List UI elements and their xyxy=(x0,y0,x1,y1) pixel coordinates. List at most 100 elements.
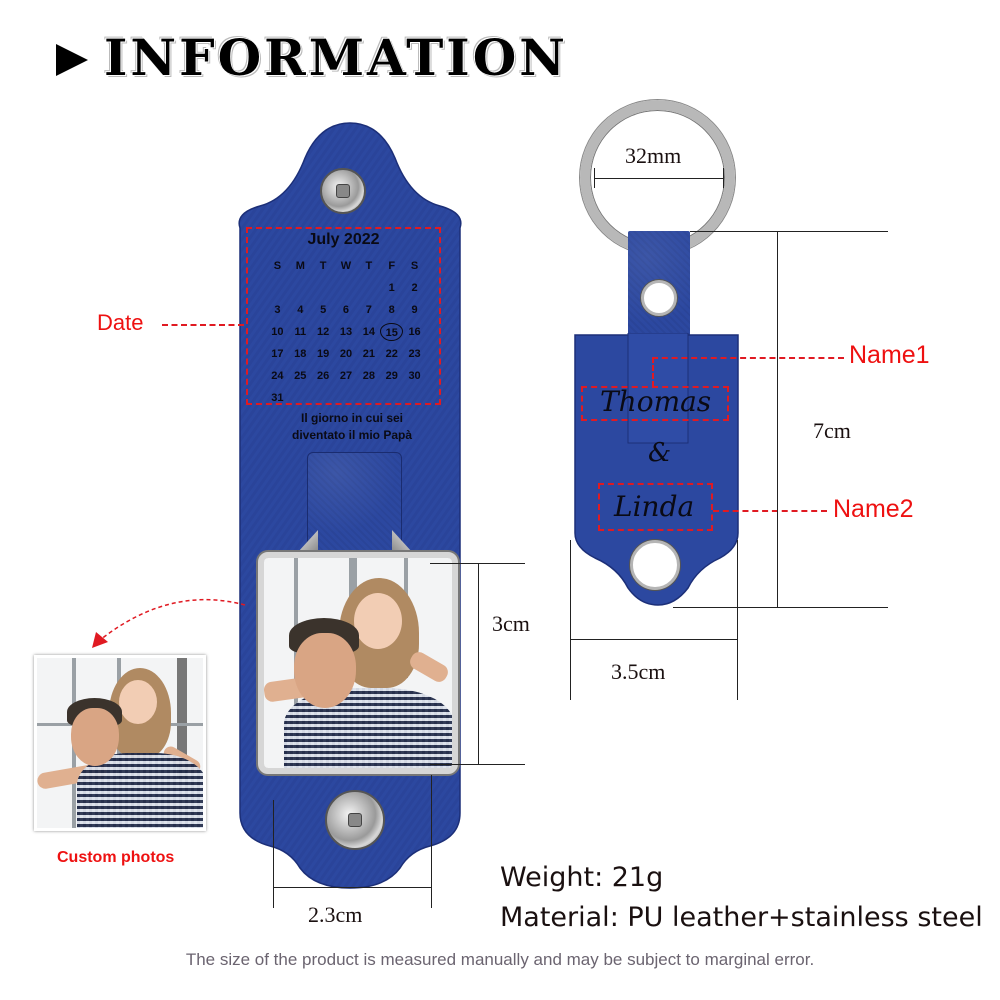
day xyxy=(403,389,426,407)
day: 27 xyxy=(339,370,353,382)
day: 30 xyxy=(408,370,421,382)
day: 18 xyxy=(294,348,307,360)
day: 14 xyxy=(362,326,375,338)
ring-diameter-dimension: 32mm xyxy=(625,143,682,168)
dimension-line xyxy=(723,168,724,188)
snap-button-icon xyxy=(320,168,366,214)
weekday: S xyxy=(273,260,282,272)
name1-pointer-line xyxy=(652,357,844,359)
day: 24 xyxy=(271,370,284,382)
day: 19 xyxy=(317,348,330,360)
calendar-title: July 2022 xyxy=(307,231,380,248)
calendar-grid: S M T W T F S 1 2 3 4 5 6 7 8 9 10 11 12… xyxy=(266,257,426,407)
dimension-line xyxy=(430,563,525,564)
day: 29 xyxy=(385,370,398,382)
dimension-line xyxy=(570,540,571,700)
dimension-line xyxy=(737,540,738,700)
engraved-name1: Thomas xyxy=(600,385,712,418)
day: 4 xyxy=(297,304,304,316)
day: 1 xyxy=(388,282,395,294)
engraved-ampersand: & xyxy=(648,438,672,468)
name1-annotation-label: Name1 xyxy=(849,341,930,369)
product-specs: Weight: 21g Material: PU leather+stainle… xyxy=(500,858,983,938)
photo-frame xyxy=(258,552,458,774)
keychain-length-dimension: 7cm xyxy=(813,418,851,443)
day: 5 xyxy=(320,304,327,316)
weight-spec: Weight: 21g xyxy=(500,862,664,893)
play-triangle-icon xyxy=(56,44,88,76)
weekday: S xyxy=(410,260,419,272)
dimension-line xyxy=(594,168,595,188)
name2-engraving-area xyxy=(598,483,713,531)
eyelet-icon xyxy=(641,280,677,316)
page-title: INFORMATION xyxy=(104,28,568,87)
day xyxy=(357,279,380,297)
name2-annotation-label: Name2 xyxy=(833,495,914,523)
dimension-line xyxy=(478,563,479,764)
day: 26 xyxy=(317,370,330,382)
day xyxy=(289,279,312,297)
engraved-caption: Il giorno in cui sei diventato il mio Pa… xyxy=(252,410,452,444)
snap-button-icon xyxy=(325,790,385,850)
weekday: W xyxy=(340,260,352,272)
day: 2 xyxy=(411,282,418,294)
day: 11 xyxy=(294,326,307,338)
photo-height-dimension: 3cm xyxy=(492,611,530,636)
right-leather-body xyxy=(574,333,739,606)
dimension-line xyxy=(273,887,431,888)
weekday: M xyxy=(295,260,305,272)
dimension-line xyxy=(431,775,432,908)
day xyxy=(357,389,380,407)
dimension-line xyxy=(594,178,724,179)
dimension-line xyxy=(777,231,778,607)
day: 13 xyxy=(339,326,353,338)
material-spec: Material: PU leather+stainless steel xyxy=(500,902,983,933)
day: 3 xyxy=(274,304,281,316)
day: 8 xyxy=(388,304,395,316)
dimension-line xyxy=(570,639,737,640)
day: 21 xyxy=(362,348,375,360)
strap-width-dimension: 2.3cm xyxy=(308,902,363,927)
day xyxy=(289,389,312,407)
custom-photos-label: Custom photos xyxy=(57,849,175,866)
dimension-line xyxy=(430,764,525,765)
day xyxy=(266,279,289,297)
weekday: T xyxy=(319,260,327,272)
weekday: F xyxy=(388,260,396,272)
weekday: T xyxy=(365,260,373,272)
day: 10 xyxy=(271,326,284,338)
date-annotation-label: Date xyxy=(97,310,144,335)
caption-line-2: diventato il mio Papà xyxy=(291,428,413,442)
day: 23 xyxy=(408,348,421,360)
day xyxy=(312,389,335,407)
day: 22 xyxy=(385,348,398,360)
dimension-line xyxy=(673,607,888,608)
date-pointer-line xyxy=(162,324,244,326)
eyelet-icon xyxy=(630,540,680,590)
keychain-width-dimension: 3.5cm xyxy=(611,659,666,684)
day xyxy=(312,279,335,297)
day: 25 xyxy=(294,370,307,382)
day: 28 xyxy=(362,370,375,382)
day xyxy=(335,389,358,407)
name2-pointer-line xyxy=(713,510,827,512)
custom-photo-preview xyxy=(34,655,206,831)
date-engraving-area: July 2022 S M T W T F S 1 2 3 4 5 6 7 8 … xyxy=(246,227,441,405)
day: 31 xyxy=(271,392,284,404)
dimension-line xyxy=(690,231,888,232)
day: 17 xyxy=(271,348,284,360)
day: 12 xyxy=(317,326,330,338)
curved-arrow-icon xyxy=(92,599,246,648)
day: 6 xyxy=(342,304,350,316)
highlighted-day-heart-icon: 15 xyxy=(380,323,404,341)
day xyxy=(380,389,403,407)
day: 9 xyxy=(411,304,418,316)
day: 7 xyxy=(365,304,372,316)
name1-engraving-area xyxy=(581,386,729,421)
size-disclaimer: The size of the product is measured manu… xyxy=(185,950,815,969)
day: 16 xyxy=(408,326,421,338)
caption-line-1: Il giorno in cui sei xyxy=(300,411,403,425)
day: 20 xyxy=(339,348,353,360)
dimension-line xyxy=(273,800,274,908)
leather-loop xyxy=(307,452,402,552)
